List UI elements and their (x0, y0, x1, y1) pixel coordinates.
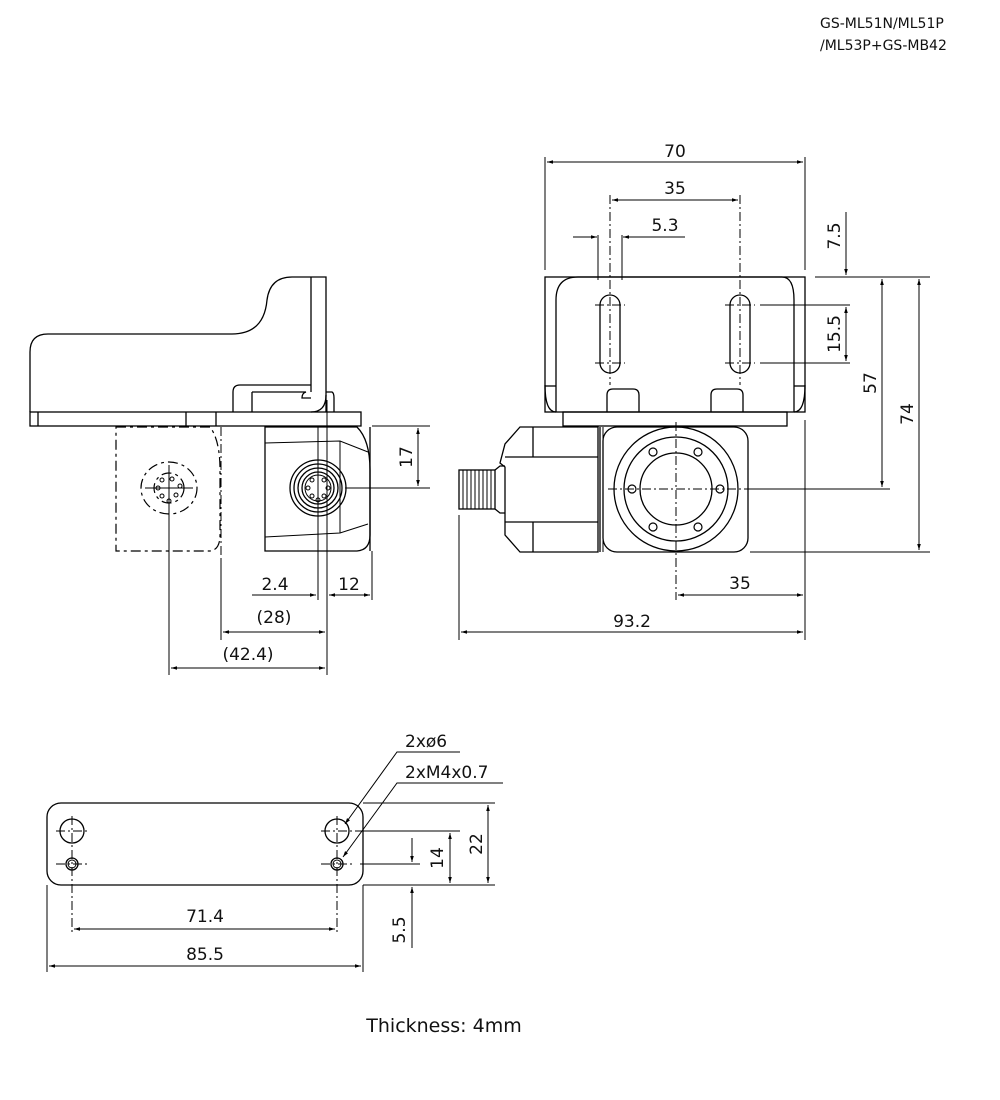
bracket-outer (544, 276, 806, 413)
dim-5-3: 5.3 (651, 216, 678, 236)
side-view: 17 2.4 12 (28) (42.4) (29, 276, 430, 675)
plate-view: 2xø6 2xM4x0.7 22 14 5.5 71.4 85.5 (46, 732, 503, 972)
sensor-housing (499, 426, 599, 553)
dim-74: 74 (898, 403, 918, 425)
callout-tapped-hole: 2xM4x0.7 (405, 763, 488, 783)
dim-15-5: 15.5 (825, 315, 845, 353)
model-title-line1: GS-ML51N/ML51P (820, 16, 944, 32)
dim-71-4: 71.4 (186, 907, 224, 927)
bracket-body (29, 276, 327, 412)
dim-7-5: 7.5 (825, 222, 845, 249)
m12-thread (458, 469, 496, 510)
thickness-note: Thickness: 4mm (365, 1015, 521, 1037)
dim-35-center: 35 (729, 574, 751, 594)
callout-through-hole: 2xø6 (405, 732, 447, 752)
dim-93-2: 93.2 (613, 612, 651, 632)
mounting-plate (46, 802, 364, 886)
model-title-line2: /ML53P+GS-MB42 (820, 38, 947, 54)
dim-85-5: 85.5 (186, 945, 224, 965)
dim-57: 57 (861, 372, 881, 394)
dim-14: 14 (428, 847, 448, 869)
base-plate (29, 411, 362, 427)
dim-35-slot-pitch: 35 (664, 179, 686, 199)
dim-28-ref: (28) (257, 608, 292, 628)
dim-22: 22 (467, 833, 487, 855)
dim-2-4: 2.4 (261, 575, 288, 595)
dim-42-4-ref: (42.4) (222, 645, 273, 665)
dim-17: 17 (397, 446, 417, 468)
sensor-hidden-outline (115, 426, 221, 552)
front-view: 70 35 5.3 7.5 15.5 57 74 35 93.2 (458, 142, 930, 640)
dim-5-5: 5.5 (390, 916, 410, 943)
dim-12: 12 (338, 575, 360, 595)
dim-70: 70 (664, 142, 686, 162)
